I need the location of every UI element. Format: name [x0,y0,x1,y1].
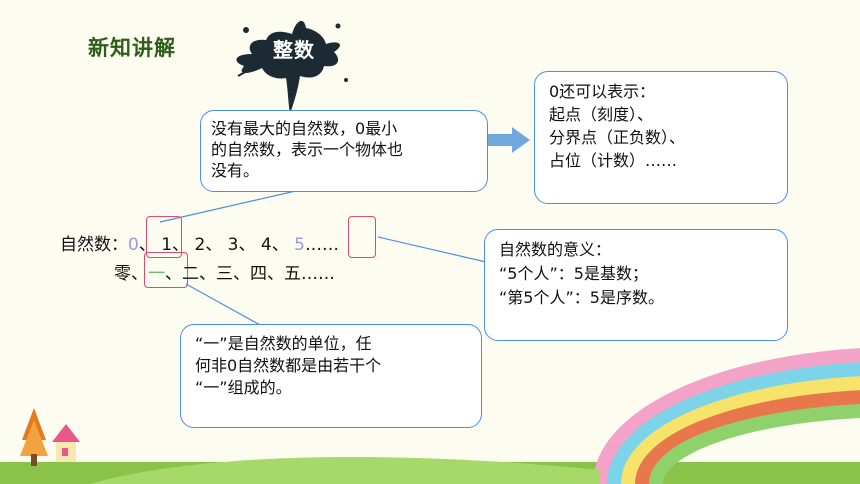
connector-five [377,236,487,263]
numbers-middle: 、 1、 2、 3、 4、 [138,235,295,255]
callout-line: “5个人”：5是基数； [499,264,648,283]
chinese-numbers-row: 零、一、二、三、四、五…… [114,259,335,284]
callout-line: “一”是自然数的单位，任 [195,334,372,353]
callout-zero-meanings: 0还可以表示： 起点（刻度）、 分界点（正负数）、 占位（计数）…… [534,71,788,204]
numbers-ellipsis: …… [304,235,339,255]
page-title: 新知讲解 [88,36,176,60]
badge-integer: 整数 [273,38,315,62]
ink-splat-icon [236,20,348,115]
callout-unit-one: “一”是自然数的单位，任 何非0自然数都是由若干个 “一”组成的。 [180,324,482,428]
rainbow-icon [593,348,860,484]
callout-line: 的自然数，表示一个物体也 [211,140,404,159]
highlight-box-five [348,216,376,258]
callout-line: 占位（计数）…… [549,151,678,170]
house-icon [52,424,80,462]
callout-line: 自然数的意义： [499,240,612,259]
chinese-one: 一 [148,264,165,284]
connector-yi [185,283,263,327]
callout-line: “一”组成的。 [195,378,292,397]
chinese-rest: 、二、三、四、五…… [165,264,335,284]
callout-line: “第5个人”：5是序数。 [499,288,664,307]
right-arrow-icon [480,127,530,153]
natural-numbers-row: 自然数：0、 1、 2、 3、 4、 5…… [60,230,339,255]
connector-zero [159,189,301,223]
number-five: 5 [294,235,305,255]
callout-zero-smallest: 没有最大的自然数，0最小 的自然数，表示一个物体也 没有。 [200,110,488,192]
hill-shape [90,457,600,484]
highlight-box-yi [144,252,188,288]
highlight-box-zero [146,216,182,258]
chinese-zero: 零、 [114,264,148,284]
callout-line: 分界点（正负数）、 [549,128,686,147]
natural-numbers-label: 自然数： [60,235,128,255]
callout-line: 没有。 [211,161,260,180]
number-zero: 0 [128,235,139,255]
callout-line: 起点（刻度）、 [549,105,654,124]
callout-line: 何非0自然数都是由若干个 [195,356,382,375]
callout-line: 没有最大的自然数，0最小 [211,119,398,138]
tree-icon [20,408,48,466]
callout-natural-number-meaning: 自然数的意义： “5个人”：5是基数； “第5个人”：5是序数。 [484,229,788,341]
callout-line: 0还可以表示： [549,82,656,101]
